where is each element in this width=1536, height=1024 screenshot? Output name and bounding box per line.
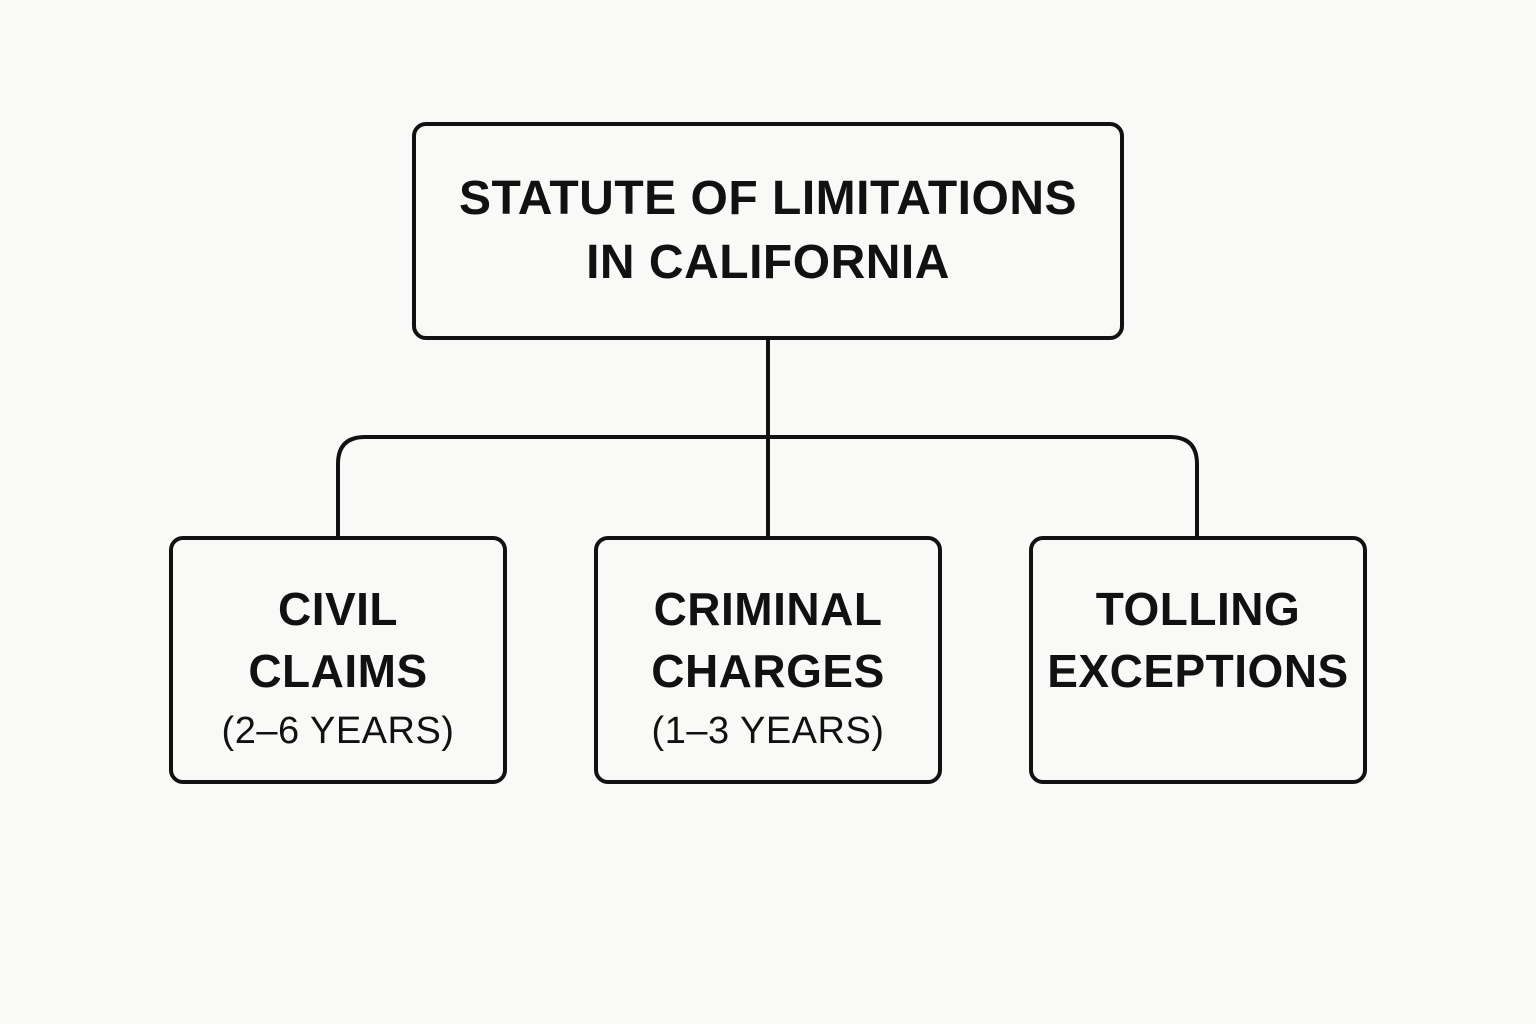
criminal-duration: (1–3 YEARS) bbox=[651, 710, 885, 752]
root-node-statute-of-limitations: STATUTE OF LIMITATIONS IN CALIFORNIA bbox=[412, 122, 1124, 340]
civil-label-line-2: CLAIMS bbox=[248, 645, 428, 697]
child-node-civil-claims: CIVIL CLAIMS (2–6 YEARS) bbox=[169, 536, 507, 784]
child-node-tolling-exceptions: TOLLING EXCEPTIONS bbox=[1029, 536, 1367, 784]
child-node-criminal-charges: CRIMINAL CHARGES (1–3 YEARS) bbox=[594, 536, 942, 784]
tolling-label-line-1: TOLLING bbox=[1095, 583, 1301, 635]
civil-duration: (2–6 YEARS) bbox=[221, 710, 455, 752]
root-title-line-1: STATUTE OF LIMITATIONS bbox=[458, 172, 1078, 225]
branch-connector bbox=[336, 435, 1199, 536]
criminal-label-line-2: CHARGES bbox=[651, 645, 885, 697]
criminal-label-line-1: CRIMINAL bbox=[653, 583, 883, 635]
tolling-label-line-2: EXCEPTIONS bbox=[1047, 645, 1349, 697]
civil-label-line-1: CIVIL bbox=[277, 583, 399, 635]
root-title-line-2: IN CALIFORNIA bbox=[586, 236, 950, 289]
